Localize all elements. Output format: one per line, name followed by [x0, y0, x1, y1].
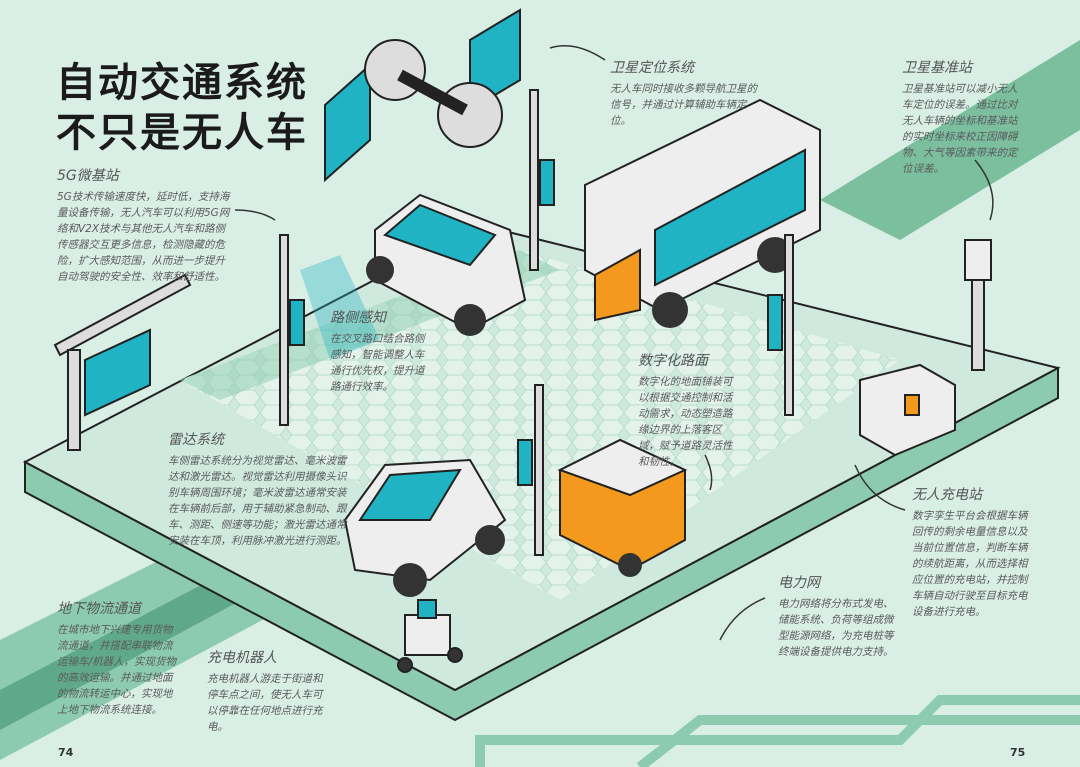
title-line-1: 自动交通系统: [56, 60, 308, 106]
section-heading: 无人充电站: [912, 487, 982, 503]
section-body: 5G技术传输速度快，延时低，支持海量设备传输，无人汽车可以利用5G网络和V2X技…: [57, 191, 230, 283]
street-lamp-icon: [279, 89, 794, 556]
section-roadside: 路侧感知 在交叉路口结合路侧感知，智能调整人车通行优先权，提升道路通行效率。: [330, 310, 432, 395]
bus-stop-icon: [53, 273, 192, 451]
callout-arrows: [234, 45, 994, 641]
base-station-icon: [964, 239, 992, 371]
section-heading: 5G微基站: [57, 168, 119, 184]
pipes: [475, 695, 1080, 767]
page-number-left: 74: [58, 746, 74, 759]
satellite-icon: [324, 8, 521, 183]
delivery-van-icon: [557, 438, 688, 577]
section-5g: 5G微基站 5G技术传输速度快，延时低，支持海量设备传输，无人汽车可以利用5G网…: [57, 168, 235, 285]
section-heading: 充电机器人: [207, 650, 277, 666]
charging-station-icon: [859, 363, 956, 457]
section-heading: 卫星定位系统: [610, 60, 694, 76]
section-radar: 雷达系统 车侧雷达系统分为视觉雷达、毫米波雷达和激光雷达。视觉雷达利用摄像头识别…: [168, 432, 350, 549]
section-heading: 电力网: [778, 575, 820, 591]
title-line-2: 不只是无人车: [56, 110, 308, 156]
charging-robot-icon: [397, 599, 463, 673]
section-heading: 地下物流通道: [57, 601, 141, 617]
sensor-beam: [300, 255, 380, 360]
section-heading: 卫星基准站: [902, 60, 972, 76]
underground-tunnel-shadow: [0, 570, 260, 730]
section-heading: 雷达系统: [168, 432, 224, 448]
section-satellite: 卫星定位系统 无人车同时接收多颗导航卫星的信号，并通过计算辅助车辆定位。: [610, 60, 765, 129]
section-body: 电力网络将分布式发电、储能系统、负荷等组成微型能源网络，为充电桩等终端设备提供电…: [778, 598, 894, 658]
section-grid: 电力网 电力网络将分布式发电、储能系统、负荷等组成微型能源网络，为充电桩等终端设…: [778, 575, 896, 660]
page-title: 自动交通系统 不只是无人车: [56, 58, 308, 158]
section-body: 卫星基准站可以减小无人车定位的误差。通过比对无人车辆的坐标和基准站的实时坐标来校…: [902, 83, 1018, 175]
section-heading: 数字化路面: [638, 353, 708, 369]
section-body: 车侧雷达系统分为视觉雷达、毫米波雷达和激光雷达。视觉雷达利用摄像头识别车辆周围环…: [168, 455, 347, 547]
shuttle-icon: [366, 193, 527, 336]
section-base-station: 卫星基准站 卫星基准站可以减小无人车定位的误差。通过比对无人车辆的坐标和基准站的…: [902, 60, 1026, 177]
section-digital-road: 数字化路面 数字化的地面铺装可以根据交通控制和活动需求，动态塑造路缘边界的上落客…: [638, 353, 740, 470]
section-body: 在城市地下兴建专用货物流通道，并搭配串联物流运输车/机器人，实现货物的高效运输。…: [57, 624, 177, 716]
section-body: 数字孪生平台会根据车辆回传的剩余电量信息以及当前位置信息，判断车辆的续航距离，从…: [912, 510, 1028, 618]
section-heading: 路侧感知: [330, 310, 386, 326]
section-body: 在交叉路口结合路侧感知，智能调整人车通行优先权，提升道路通行效率。: [330, 333, 425, 393]
section-body: 充电机器人游走于街道和停车点之间，使无人车可以停靠在任何地点进行充电。: [207, 673, 323, 733]
section-body: 数字化的地面铺装可以根据交通控制和活动需求，动态塑造路缘边界的上落客区域，赋予道…: [638, 376, 733, 468]
page-number-right: 75: [1010, 746, 1026, 759]
section-body: 无人车同时接收多颗导航卫星的信号，并通过计算辅助车辆定位。: [610, 83, 757, 127]
section-underground: 地下物流通道 在城市地下兴建专用货物流通道，并搭配串联物流运输车/机器人，实现货…: [57, 601, 177, 718]
section-robot: 充电机器人 充电机器人游走于街道和停车点之间，使无人车可以停靠在任何地点进行充电…: [207, 650, 331, 735]
shuttle-icon: [343, 458, 507, 597]
section-charging-station: 无人充电站 数字孪生平台会根据车辆回传的剩余电量信息以及当前位置信息，判断车辆的…: [912, 487, 1030, 620]
bus-icon: [584, 98, 821, 328]
green-band: [820, 40, 1080, 240]
